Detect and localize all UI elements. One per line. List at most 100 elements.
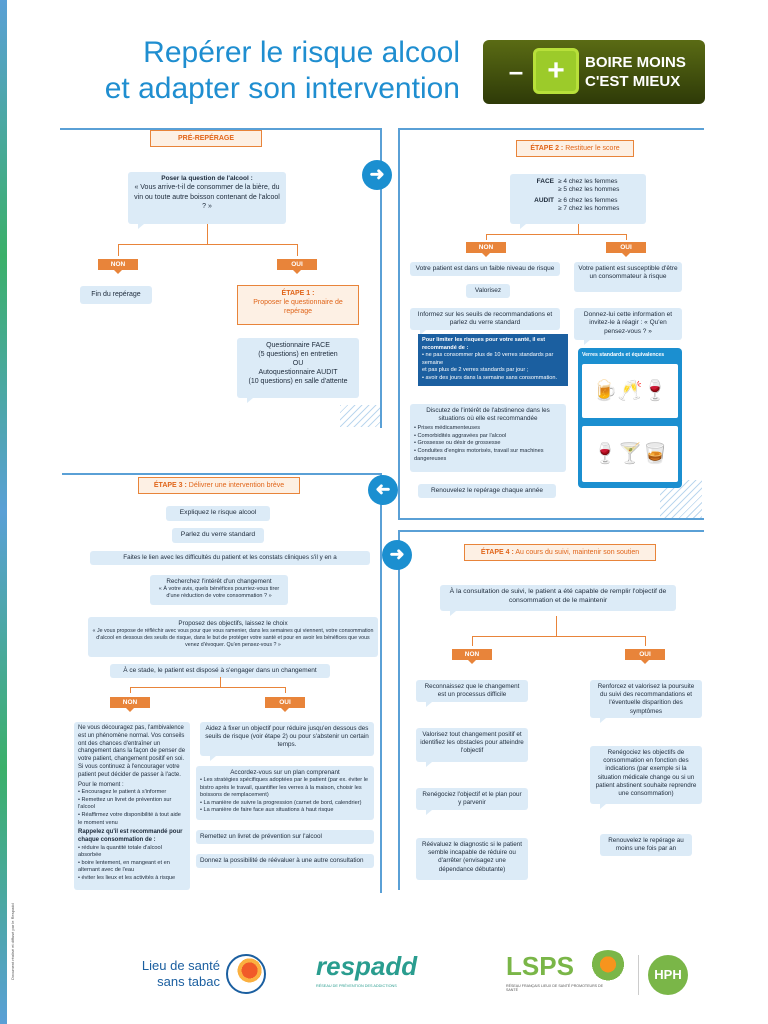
e3-plan-box: Accordez-vous sur un plan comprenant • L… — [196, 766, 374, 820]
title-line-1: Repérer le risque alcool — [143, 36, 460, 69]
connector — [130, 687, 286, 688]
e3-step-1: Expliquez le risque alcool — [166, 506, 270, 521]
valorisez-box: Valorisez — [466, 284, 510, 299]
e3-step-2: Parlez du verre standard — [172, 528, 264, 543]
non-tag: NON — [110, 697, 150, 712]
etape4-title: Au cours du suivi, maintenir son soutien — [515, 549, 640, 556]
e4-intro: À la consultation de suivi, le patient a… — [440, 585, 676, 616]
e3-step-4: Recherchez l'intérêt d'un changement « À… — [150, 575, 288, 605]
plan-1: • Les stratégies spécifiques adoptées pa… — [200, 777, 369, 799]
e4-oui-1: Renforcez et valorisez la poursuite du s… — [590, 680, 702, 723]
lieu-line-2: sans tabac — [157, 974, 220, 989]
limit-3: • avoir des jours dans la semaine sans c… — [422, 374, 558, 381]
next-arrow-icon-2: ➜ — [382, 540, 412, 570]
questionnaire-box: Questionnaire FACE (5 questions) en entr… — [237, 338, 359, 403]
lieu-sante-logo: Lieu de santé sans tabac — [136, 954, 266, 1002]
verres-image-2: 🍷🍸🥃 — [582, 426, 678, 482]
question-box: Poser la question de l'alcool : « Vous a… — [128, 172, 286, 229]
p-3: • Réaffirmez votre disponibilité à tout … — [78, 812, 181, 826]
lsps-sub: RÉSEAU FRANÇAIS LIEUX DE SANTÉ PROMOTEUR… — [506, 984, 604, 992]
logo-line-1: BOIRE MOINS — [585, 54, 686, 71]
audit-2: ≥ 7 chez les hommes — [558, 205, 620, 213]
non-tag: NON — [466, 242, 506, 257]
connector — [130, 687, 131, 693]
q-line-1: Questionnaire FACE — [266, 342, 330, 349]
connector — [645, 636, 646, 646]
face-2: ≥ 5 chez les hommes — [558, 186, 620, 194]
connector — [285, 687, 286, 693]
hph-logo: HPH — [648, 955, 688, 995]
q-line-4: Autoquestionnaire AUDIT — [258, 369, 338, 377]
e3-step-5: Proposez des objectifs, laissez le choix… — [88, 617, 378, 657]
e4-oui-3: Renouvelez le repérage au moins une fois… — [600, 834, 692, 857]
e4-oui-2: Renégociez les objectifs de consommation… — [590, 746, 702, 809]
limit-1: • ne pas consommer plus de 10 verres sta… — [422, 352, 554, 366]
lsps-logo: LSPS RÉSEAU FRANÇAIS LIEUX DE SANTÉ PROM… — [506, 948, 636, 998]
frame-pre-reperage — [60, 128, 382, 428]
audit-label: AUDIT — [534, 196, 554, 204]
d-1: • Prises médicamenteuses — [414, 425, 481, 432]
connector — [207, 224, 208, 244]
e3-step-5-quote: « Je vous propose de réfléchir avec vous… — [92, 628, 374, 648]
limit-title: Pour limiter les risques pour votre sant… — [422, 337, 546, 351]
lieu-icon — [226, 954, 266, 994]
e4-non-2: Valorisez tout changement positif et ide… — [416, 728, 528, 767]
etape4-header: ÉTAPE 4 : Au cours du suivi, maintenir s… — [464, 544, 656, 562]
connector — [297, 244, 298, 256]
non-tag: NON — [98, 259, 138, 274]
respadd-sub: RÉSEAU DE PRÉVENTION DES ADDICTIONS — [316, 984, 397, 988]
oui-tag: OUI — [277, 259, 317, 274]
connector — [486, 234, 487, 240]
e3-oui-objectif: Aidez à fixer un objectif pour réduire j… — [200, 722, 374, 761]
rappel-title: Rappelez qu'il est recommandé pour chaqu… — [78, 829, 183, 843]
lsps-icon — [588, 950, 628, 986]
question-text: « Vous arrive-t-il de consommer de la bi… — [134, 184, 280, 210]
renouvelez-box: Renouvelez le repérage chaque année — [418, 484, 556, 499]
etape2-label: ÉTAPE 2 : — [530, 145, 564, 152]
nonbox-2: Si vous continuez à l'encourager votre p… — [78, 763, 181, 778]
connector — [626, 234, 627, 240]
etape3-label: ÉTAPE 3 : — [153, 482, 187, 489]
question-title: Poser la question de l'alcool : — [161, 175, 253, 182]
q-line-5: (10 questions) en salle d'attente — [248, 378, 348, 386]
frame-etape4 — [398, 530, 704, 890]
etape1-label: ÉTAPE 1 : — [281, 290, 315, 297]
e4-non-4: Réévaluez le diagnostic si le patient se… — [416, 838, 528, 880]
side-credit: Document réalisé et diffusé par le Respa… — [10, 903, 15, 980]
connector — [486, 234, 626, 235]
informez-box: Informez sur les seuils de recommandatio… — [410, 308, 560, 335]
q-line-2: (5 questions) en entretien — [258, 351, 338, 359]
connector — [472, 636, 646, 637]
etape2-title: Restituer le score — [565, 145, 620, 152]
e3-non-box: Ne vous découragez pas, l'ambivalence es… — [74, 722, 190, 890]
etape4-label: ÉTAPE 4 : — [480, 549, 514, 556]
q-line-3: OU — [292, 360, 304, 368]
d-4: • Conduites d'engins motorisés, travail … — [414, 447, 544, 462]
oui-tag: OUI — [265, 697, 305, 712]
verres-image-1: 🍺🥂🍷 — [582, 364, 678, 418]
logo-line-2: C'EST MIEUX — [585, 73, 681, 90]
score-box: FACE≥ 4 chez les femmes≥ 5 chez les homm… — [510, 174, 646, 229]
face-label: FACE — [536, 178, 554, 185]
e4-non-1: Reconnaissez que le changement est un pr… — [416, 680, 528, 708]
e4-non-3: Renégociez l'objectif et le plan pour y … — [416, 788, 528, 816]
connector — [556, 616, 557, 636]
etape3-title: Délivrer une intervention brève — [188, 482, 285, 489]
plan-3: • La manière de faire face aux situation… — [200, 807, 334, 814]
connector — [118, 244, 298, 245]
frame-etape3 — [62, 473, 382, 893]
minus-icon: – — [508, 56, 524, 86]
e3-step-4-title: Recherchez l'intérêt d'un changement — [166, 578, 272, 585]
d-2: • Comorbidités aggravées par l'alcool — [414, 432, 507, 439]
limit-2: et pas plus de 2 verres standards par jo… — [422, 367, 529, 374]
r-3: • éviter les lieux et les activités à ri… — [78, 874, 176, 881]
respadd-text: respadd — [316, 951, 418, 981]
connector — [220, 677, 221, 687]
non-tag: NON — [452, 649, 492, 664]
risk-box: Votre patient est susceptible d'être un … — [574, 262, 682, 292]
r-2: • boire lentement, en mangeant et en alt… — [78, 859, 170, 874]
verres-title: Verres standards et équivalences — [582, 352, 665, 358]
donnez-box: Donnez-lui cette information et invitez-… — [574, 308, 682, 345]
etape2-header: ÉTAPE 2 : Restituer le score — [516, 140, 634, 158]
connector — [578, 224, 579, 234]
